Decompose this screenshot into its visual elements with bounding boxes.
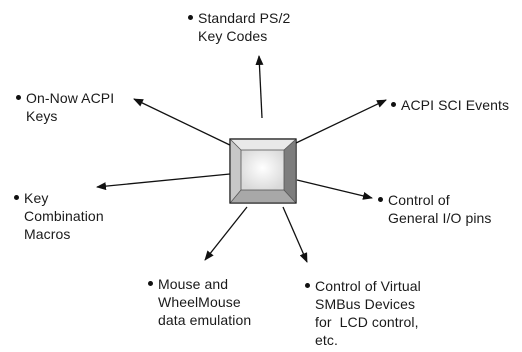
bullet-icon <box>188 14 193 20</box>
arrow-to-sci <box>295 99 387 144</box>
onnow-line1: On-Now ACPI <box>26 90 115 106</box>
label-key-combination-macros: Key Combination Macros <box>14 189 104 243</box>
gpio-line1: Control of <box>388 192 450 208</box>
smbus-line4: etc. <box>315 332 338 348</box>
label-onnow-acpi: On-Now ACPI Keys <box>16 89 114 125</box>
label-acpi-sci-events: ACPI SCI Events <box>391 96 509 114</box>
smbus-line2: SMBus Devices <box>315 296 416 312</box>
smbus-line3: for LCD control, <box>315 314 419 330</box>
onnow-line2: Keys <box>26 108 58 124</box>
bullet-icon <box>16 94 21 100</box>
arrow-to-gpio <box>296 179 373 200</box>
smbus-line1: Control of Virtual <box>315 278 421 294</box>
label-general-io: Control of General I/O pins <box>378 191 492 227</box>
bullet-icon <box>391 101 396 107</box>
arrows <box>96 55 387 263</box>
mouse-line3: data emulation <box>158 312 252 328</box>
label-mouse-emulation: Mouse and WheelMouse data emulation <box>148 275 251 329</box>
ps2-line2: Key Codes <box>198 28 268 44</box>
keycombo-line1: Key <box>24 190 49 206</box>
arrow-to-keycombo <box>96 173 231 191</box>
bullet-icon <box>378 196 383 202</box>
bullet-icon <box>148 280 153 286</box>
bullet-icon <box>305 282 310 288</box>
label-smbus-devices: Control of Virtual SMBus Devices for LCD… <box>305 277 421 349</box>
keycap-icon <box>229 138 297 204</box>
arrow-to-smbus <box>282 206 308 263</box>
arrow-to-mouse <box>204 206 248 261</box>
label-standard-ps2: Standard PS/2 Key Codes <box>188 9 290 45</box>
bullet-icon <box>14 194 19 200</box>
mouse-line2: WheelMouse <box>158 294 241 310</box>
gpio-line2: General I/O pins <box>388 210 492 226</box>
arrow-to-ps2 <box>255 55 264 119</box>
ps2-line1: Standard PS/2 <box>198 10 291 26</box>
keycombo-line2: Combination <box>24 208 104 224</box>
arrow-to-onnow <box>133 98 235 148</box>
mouse-line1: Mouse and <box>158 276 229 292</box>
sci-line1: ACPI SCI Events <box>401 97 510 113</box>
keycombo-line3: Macros <box>24 226 71 242</box>
